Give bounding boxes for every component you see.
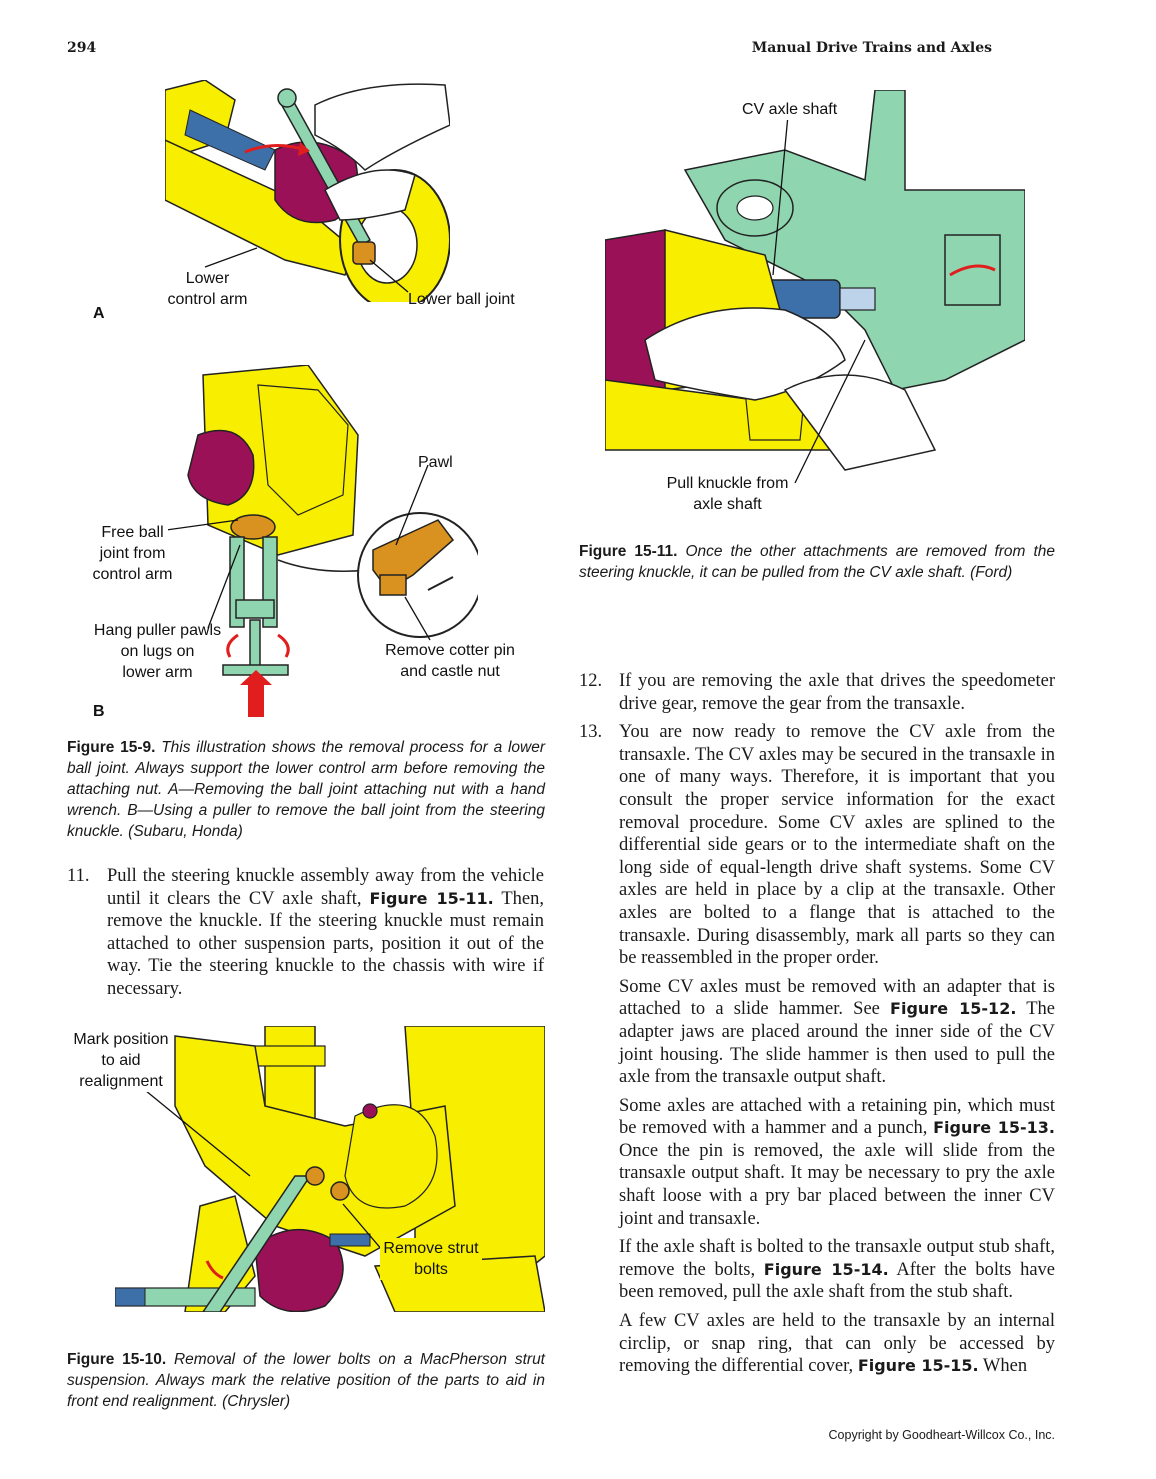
figure-ref: Figure 15-12. — [890, 999, 1017, 1019]
label-line: on lugs on — [120, 643, 195, 660]
figure-ref: Figure 15-11. — [369, 888, 494, 908]
figure-15-9b-illustration — [168, 365, 478, 720]
paragraph-text: Some CV axles must be removed with an ad… — [619, 976, 1055, 1020]
label-line: Remove strut — [383, 1240, 479, 1257]
label-pull-knuckle: Pull knuckle from axle shaft — [655, 473, 800, 515]
label-pawl: Pawl — [418, 454, 453, 471]
figure-15-11-caption: Figure 15-11. Once the other attachments… — [579, 541, 1055, 583]
paragraph-text: Once the pin is removed, the axle will s… — [619, 1140, 1055, 1229]
label-cv-axle-shaft: CV axle shaft — [740, 99, 840, 120]
label-line: control arm — [167, 291, 248, 308]
panel-letter-a: A — [93, 305, 105, 322]
label-remove-strut-bolts: Remove strut bolts — [380, 1238, 482, 1280]
list-number: 11. — [67, 866, 90, 886]
label-line: Remove cotter pin — [385, 642, 515, 659]
label-line: axle shaft — [693, 496, 762, 513]
paragraph-text: A few CV axles are held to the transaxle… — [619, 1311, 1055, 1377]
label-line: realignment — [79, 1073, 163, 1090]
label-mark-position: Mark position to aid realignment — [68, 1029, 174, 1092]
label-line: Pull knuckle from — [666, 475, 789, 492]
label-line: Free ball — [101, 524, 164, 541]
label-line: Mark position — [73, 1031, 169, 1048]
caption-label: Figure 15-11. — [579, 543, 678, 560]
label-line: to aid — [101, 1052, 141, 1069]
paragraph-text: The adapter jaws are placed around the i… — [619, 999, 1055, 1088]
list-item: 11. Pull the steering knuckle assembly a… — [67, 865, 544, 1001]
list-item: 12. If you are removing the axle that dr… — [579, 670, 1055, 715]
step-text: Then, remove the knuckle. If the steerin… — [107, 888, 544, 999]
paragraph: Some axles are attached with a retaining… — [619, 1095, 1055, 1231]
figure-15-10-caption: Figure 15-10. Removal of the lower bolts… — [67, 1349, 545, 1412]
paragraph-text: If the axle shaft is bolted to the trans… — [619, 1237, 1055, 1280]
label-line: lower arm — [122, 664, 193, 681]
chapter-title: Manual Drive Trains and Axles — [751, 40, 992, 56]
figure-15-11-illustration — [605, 90, 1025, 490]
figure-ref: Figure 15-14. — [763, 1259, 889, 1279]
label-line: joint from — [99, 545, 166, 562]
label-lower-ball-joint: Lower ball joint — [408, 291, 515, 308]
step-text: Pull the steering knuckle assembly away … — [107, 866, 544, 909]
label-remove-cotter-pin: Remove cotter pin and castle nut — [375, 640, 525, 682]
label-line: Lower — [185, 270, 230, 287]
figure-15-9-caption: Figure 15-9. This illustration shows the… — [67, 737, 545, 842]
list-number: 12. — [579, 671, 603, 691]
caption-label: Figure 15-9. — [67, 739, 156, 756]
label-free-ball-joint: Free ball joint from control arm — [85, 522, 180, 585]
figure-ref: Figure 15-15. — [857, 1356, 979, 1376]
paragraph: If the axle shaft is bolted to the trans… — [619, 1236, 1055, 1304]
caption-text: Removal of the lower bolts on a MacPhers… — [67, 1351, 545, 1410]
label-line: bolts — [414, 1261, 448, 1278]
list-number: 13. — [579, 722, 603, 743]
step-text: If you are removing the axle that drives… — [619, 671, 1055, 714]
label-line: and castle nut — [400, 663, 500, 680]
paragraph: Some CV axles must be removed with an ad… — [619, 976, 1055, 1089]
continuation-paragraphs: Some CV axles must be removed with an ad… — [579, 976, 1055, 1378]
label-line: control arm — [92, 566, 173, 583]
panel-letter-b: B — [93, 703, 105, 720]
caption-text: This illustration shows the removal proc… — [67, 739, 545, 840]
page-number: 294 — [67, 40, 97, 56]
caption-label: Figure 15-10. — [67, 1351, 167, 1368]
figure-15-9a-illustration — [165, 80, 450, 302]
list-item: 13. You are now ready to remove the CV a… — [579, 721, 1055, 970]
label-line: Hang puller pawls — [93, 622, 222, 639]
figure-ref: Figure 15-13. — [933, 1118, 1055, 1138]
paragraph-text: When — [978, 1356, 1028, 1377]
paragraph-text: After the bolts have been removed, pull … — [619, 1259, 1055, 1303]
step-text: You are now ready to remove the CV axle … — [619, 722, 1055, 969]
copyright-footer: Copyright by Goodheart-Willcox Co., Inc. — [828, 1428, 1055, 1442]
label-lower-control-arm: Lower control arm — [165, 268, 250, 310]
right-column-text: 12. If you are removing the axle that dr… — [579, 670, 1055, 1384]
figure-15-10-illustration — [115, 1026, 545, 1312]
caption-text: Once the other attachments are removed f… — [579, 543, 1055, 581]
paragraph: A few CV axles are held to the transaxle… — [619, 1310, 1055, 1378]
label-hang-puller: Hang puller pawls on lugs on lower arm — [85, 620, 230, 683]
paragraph-text: Some axles are attached with a retaining… — [619, 1095, 1055, 1139]
step-11: 11. Pull the steering knuckle assembly a… — [67, 865, 544, 1001]
